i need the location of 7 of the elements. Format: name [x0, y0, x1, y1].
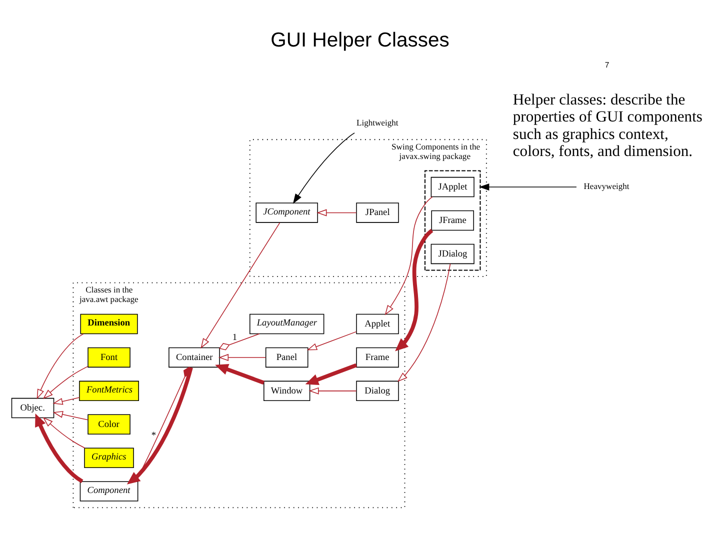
label: 7 — [604, 60, 610, 70]
diagram-title: GUI Helper Classes — [270, 28, 450, 51]
node-text: Lightweight — [356, 116, 398, 127]
label: Helper classes: describe the properties of GUI components such as graphics context, colors, fonts, and dimension. — [512, 91, 702, 160]
node-text: Heavyweight — [584, 180, 630, 191]
edge-label: * — [151, 430, 156, 441]
edge-label: 1 — [232, 332, 238, 343]
